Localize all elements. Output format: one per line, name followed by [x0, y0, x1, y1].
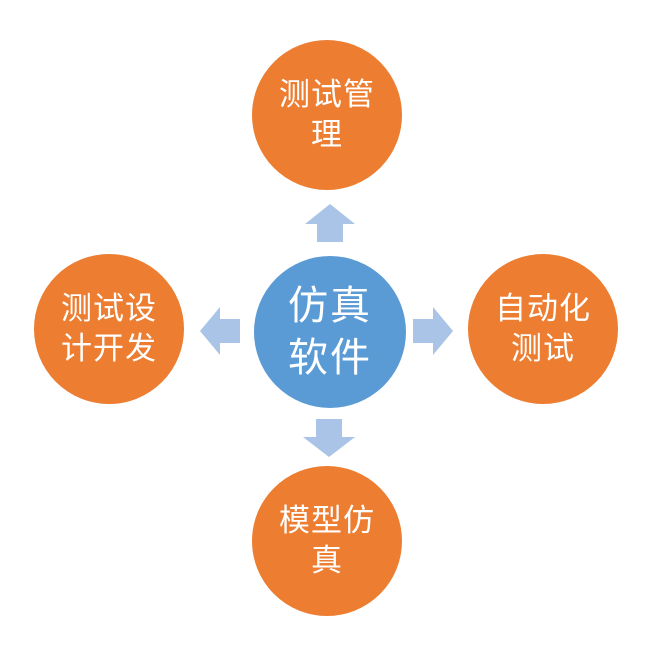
node-label-line: 自动化	[495, 291, 591, 327]
node-label-line: 计开发	[61, 331, 157, 367]
arrow-up-shape	[305, 204, 355, 242]
arrow-left-icon	[200, 307, 240, 355]
node-test-management: 测试管 理	[250, 38, 404, 192]
node-automated-testing: 自动化 测试	[466, 252, 620, 406]
arrow-up-icon	[305, 204, 355, 242]
arrow-left-shape	[200, 307, 240, 355]
arrow-down-shape	[303, 419, 355, 457]
center-label-line: 软件	[288, 335, 372, 381]
node-label-line: 模型仿	[279, 503, 375, 539]
node-label-line: 测试管	[279, 77, 375, 113]
node-model-simulation: 模型仿 真	[250, 464, 404, 618]
center-label-line: 仿真	[288, 283, 372, 329]
arrow-right-shape	[413, 307, 453, 355]
node-test-design-development: 测试设 计开发	[32, 252, 186, 406]
node-label-line: 测试	[511, 331, 575, 367]
node-label-line: 真	[311, 543, 343, 579]
arrow-down-icon	[303, 419, 355, 457]
node-label-line: 测试设	[61, 291, 157, 327]
node-simulation-software: 仿真 软件	[252, 254, 408, 410]
node-label-line: 理	[311, 117, 343, 153]
arrow-right-icon	[413, 307, 453, 355]
